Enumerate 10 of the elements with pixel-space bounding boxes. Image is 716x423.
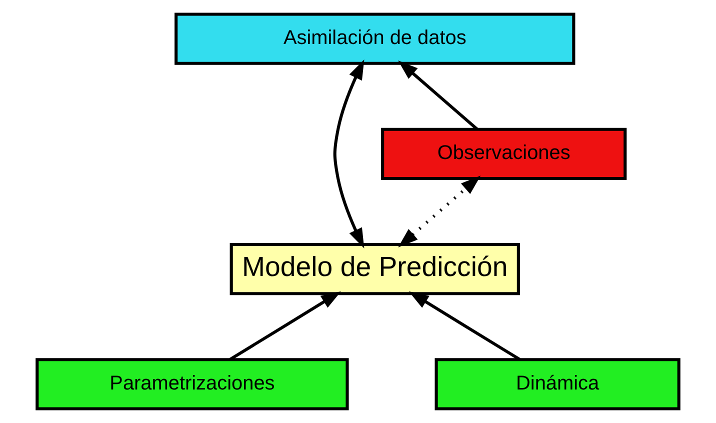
node-box: Modelo de Predicción [230,242,520,296]
node-box: Observaciones [381,128,627,180]
arrow [398,176,481,248]
node-box: Dinámica [434,358,680,410]
arrow [398,60,478,130]
arrow [333,60,364,248]
arrow [408,291,521,361]
arrow [229,291,342,361]
node-box: Parametrizaciones [36,358,349,410]
node-box: Asimilación de datos [174,12,576,65]
